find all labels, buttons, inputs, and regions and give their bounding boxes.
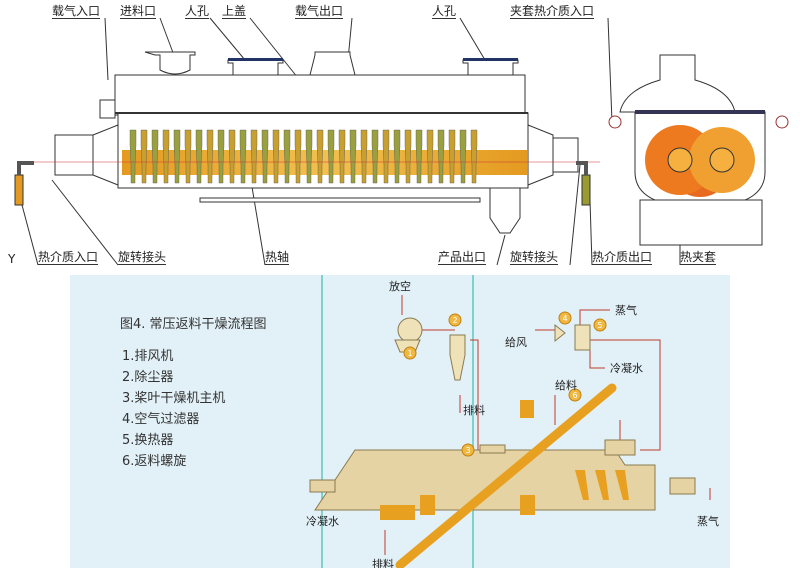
paddle (184, 129, 192, 184)
paddle (239, 129, 247, 184)
paddle (448, 129, 456, 184)
label-carrier-gas-inlet: 载气入口 (52, 4, 101, 19)
paddle (129, 129, 137, 184)
label-air-supply: 给风 (505, 336, 527, 349)
paddle (426, 129, 434, 184)
marker-number: 3 (465, 446, 470, 455)
marker-1 (403, 346, 417, 360)
paddle (261, 129, 269, 184)
label-carrier-gas-outlet: 载气出口 (295, 4, 344, 19)
legend-item: 1.排风机 (122, 349, 174, 364)
label-vent: 放空 (389, 280, 411, 293)
marker-5 (593, 318, 607, 332)
label-medium-outlet: 热介质出口 (592, 250, 653, 265)
marker-6 (568, 388, 582, 402)
marker-number: 6 (572, 391, 577, 400)
marker-number: 5 (597, 321, 602, 330)
legend-item: 5.换热器 (122, 433, 174, 448)
label-feed-inlet: 进料口 (120, 4, 157, 19)
paddle (349, 129, 357, 184)
paddle (437, 129, 445, 184)
marker-2 (448, 313, 462, 327)
label-discharge-2: 排料 (372, 558, 394, 568)
paddle (316, 129, 324, 184)
label-y-mark: Y (8, 252, 16, 266)
label-condensate-top: 冷凝水 (610, 362, 643, 375)
paddle (250, 129, 258, 184)
paddle (371, 129, 379, 184)
paddle (217, 129, 225, 184)
marker-number: 2 (452, 316, 457, 325)
paddle (195, 129, 203, 184)
paddle (470, 129, 478, 184)
paddle (283, 129, 291, 184)
paddle (305, 129, 313, 184)
paddle (206, 129, 214, 184)
return-screw-conveyor (395, 383, 617, 568)
paddle (173, 129, 181, 184)
paddle (272, 129, 280, 184)
legend-item: 4.空气过滤器 (122, 412, 200, 427)
legend-item: 3.桨叶干燥机主机 (122, 391, 226, 406)
label-rotary-joint-left: 旋转接头 (118, 250, 167, 265)
label-hot-shaft: 热轴 (265, 250, 290, 265)
paddle (360, 129, 368, 184)
marker-4 (558, 311, 572, 325)
paddle (415, 129, 423, 184)
marker-number: 1 (407, 349, 412, 358)
marker-3 (461, 443, 475, 457)
label-product-outlet: 产品出口 (438, 250, 487, 265)
label-medium-inlet: 热介质入口 (38, 250, 99, 265)
marker-number: 4 (562, 314, 567, 323)
flow-chart-title: 图4. 常压返料干燥流程图 (120, 317, 267, 332)
paddle (459, 129, 467, 184)
legend-item: 6.返料螺旋 (122, 454, 187, 469)
label-manhole-2: 人孔 (432, 4, 457, 19)
paddle (338, 129, 346, 184)
label-steam-right: 蒸气 (697, 515, 719, 528)
paddle (140, 129, 148, 184)
label-rotary-joint-right: 旋转接头 (510, 250, 559, 265)
dryer-main-unit (314, 449, 656, 511)
paddle-dryer-drawing (14, 17, 789, 266)
paddle (393, 129, 401, 184)
paddle (382, 129, 390, 184)
label-hot-jacket: 热夹套 (680, 250, 717, 265)
paddles (129, 129, 478, 184)
paddle (151, 129, 159, 184)
product-outlet (489, 187, 521, 234)
label-manhole-1: 人孔 (185, 4, 210, 19)
paddle (404, 129, 412, 184)
label-condensate-left: 冷凝水 (306, 515, 339, 528)
paddle (162, 129, 170, 184)
label-top-cover: 上盖 (222, 4, 247, 19)
label-jacket-medium-inlet: 夹套热介质入口 (510, 4, 595, 19)
label-feed: 给料 (555, 379, 577, 392)
paddle (327, 129, 335, 184)
paddle (294, 129, 302, 184)
paddle (228, 129, 236, 184)
label-steam-top: 蒸气 (615, 304, 637, 317)
label-discharge-1: 排料 (463, 404, 485, 417)
legend-item: 2.除尘器 (122, 370, 174, 385)
